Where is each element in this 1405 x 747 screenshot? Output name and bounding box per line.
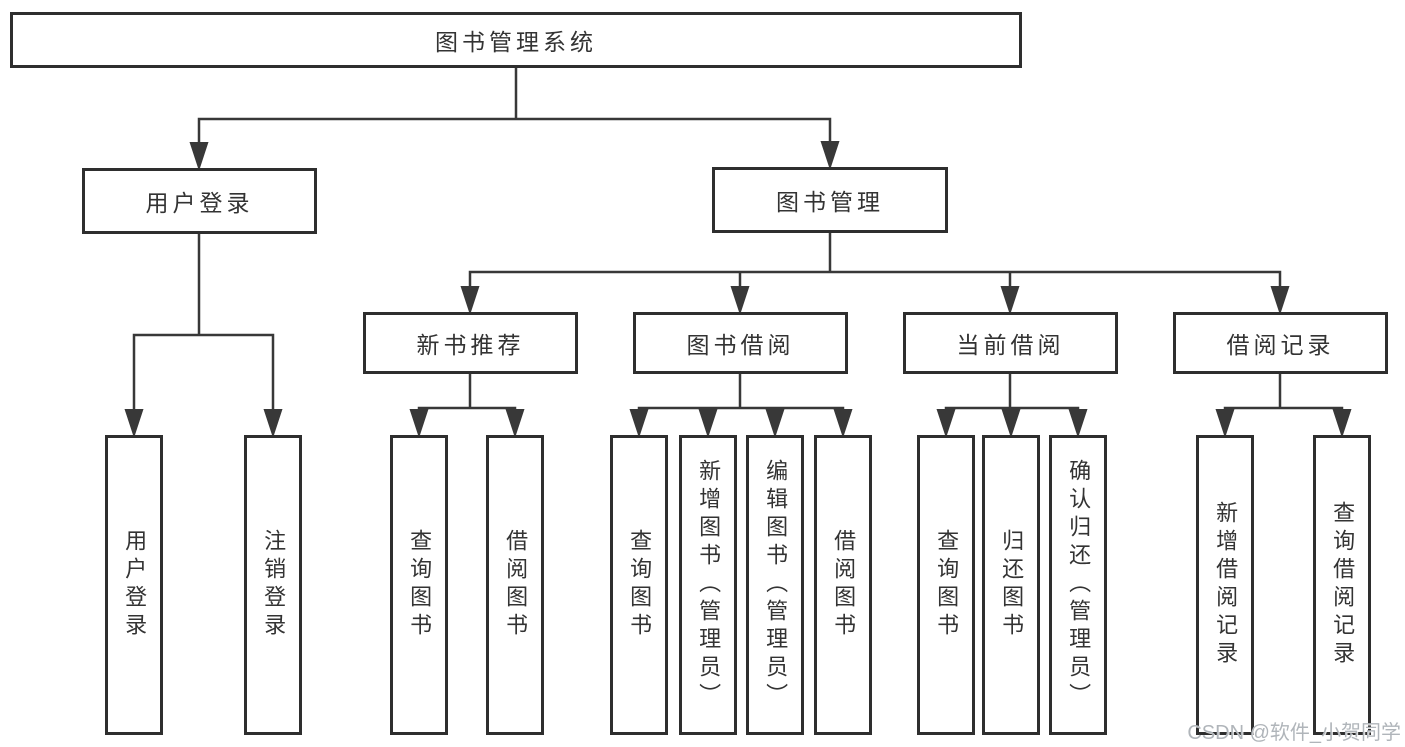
leaf-borrow-books-recommend: 借阅图书 xyxy=(486,435,544,735)
leaf-borrow-books: 借阅图书 xyxy=(814,435,872,735)
leaf-add-book-admin: 新增图书（管理员） xyxy=(679,435,737,735)
arrow-down-icon xyxy=(765,409,785,438)
node-root: 图书管理系统 xyxy=(10,12,1022,68)
arrow-down-icon xyxy=(124,409,144,438)
leaf-logout-label: 注销登录 xyxy=(261,529,287,641)
arrow-down-icon xyxy=(833,409,853,438)
arrow-down-icon xyxy=(1270,286,1290,315)
arrow-down-icon xyxy=(1215,409,1235,438)
arrow-down-icon xyxy=(730,286,750,315)
leaf-user-login-label: 用户登录 xyxy=(122,529,148,641)
leaf-borrow-books-label: 借阅图书 xyxy=(831,529,857,641)
leaf-return-book-label: 归还图书 xyxy=(999,529,1025,641)
leaf-logout: 注销登录 xyxy=(244,435,302,735)
node-new-book-recommend: 新书推荐 xyxy=(363,312,578,374)
leaf-edit-book-admin: 编辑图书（管理员） xyxy=(746,435,804,735)
leaf-query-books-recommend: 查询图书 xyxy=(390,435,448,735)
arrow-down-icon xyxy=(460,286,480,315)
leaf-confirm-return-admin-label: 确认归还（管理员） xyxy=(1066,459,1092,711)
leaf-edit-book-admin-label: 编辑图书（管理员） xyxy=(763,459,789,711)
arrow-down-icon xyxy=(820,141,840,170)
node-current-borrow: 当前借阅 xyxy=(903,312,1118,374)
node-borrow-records: 借阅记录 xyxy=(1173,312,1388,374)
leaf-add-borrow-record-label: 新增借阅记录 xyxy=(1213,501,1239,669)
leaf-query-borrow-record-label: 查询借阅记录 xyxy=(1330,501,1356,669)
leaf-return-book: 归还图书 xyxy=(982,435,1040,735)
arrow-down-icon xyxy=(698,409,718,438)
leaf-query-books-current-label: 查询图书 xyxy=(934,529,960,641)
node-book-borrow-label: 图书借阅 xyxy=(686,332,795,358)
node-book-management-label: 图书管理 xyxy=(776,189,884,215)
arrow-down-icon xyxy=(1068,409,1088,438)
leaf-confirm-return-admin: 确认归还（管理员） xyxy=(1049,435,1107,735)
arrow-down-icon xyxy=(1001,409,1021,438)
leaf-add-book-admin-label: 新增图书（管理员） xyxy=(696,459,722,711)
arrow-down-icon xyxy=(629,409,649,438)
node-user-login-label: 用户登录 xyxy=(145,190,254,216)
leaf-query-books-recommend-label: 查询图书 xyxy=(407,529,433,641)
arrow-down-icon xyxy=(189,142,209,171)
arrow-down-icon xyxy=(1332,409,1352,438)
leaf-user-login: 用户登录 xyxy=(105,435,163,735)
csdn-watermark: CSDN @软件_小贺同学 xyxy=(1187,722,1401,744)
node-borrow-records-label: 借阅记录 xyxy=(1226,332,1335,358)
arrow-down-icon xyxy=(505,409,525,438)
node-user-login: 用户登录 xyxy=(82,168,317,234)
arrow-down-icon xyxy=(936,409,956,438)
node-current-borrow-label: 当前借阅 xyxy=(956,332,1065,358)
leaf-query-borrow-record: 查询借阅记录 xyxy=(1313,435,1371,735)
leaf-borrow-books-recommend-label: 借阅图书 xyxy=(503,529,529,641)
arrow-down-icon xyxy=(1000,286,1020,315)
node-root-label: 图书管理系统 xyxy=(435,29,597,55)
leaf-query-books-borrow: 查询图书 xyxy=(610,435,668,735)
node-book-management: 图书管理 xyxy=(712,167,948,233)
leaf-query-books-current: 查询图书 xyxy=(917,435,975,735)
node-book-borrow: 图书借阅 xyxy=(633,312,848,374)
leaf-add-borrow-record: 新增借阅记录 xyxy=(1196,435,1254,735)
arrow-down-icon xyxy=(409,409,429,438)
arrow-down-icon xyxy=(263,409,283,438)
node-new-book-recommend-label: 新书推荐 xyxy=(416,332,525,358)
leaf-query-books-borrow-label: 查询图书 xyxy=(627,529,653,641)
